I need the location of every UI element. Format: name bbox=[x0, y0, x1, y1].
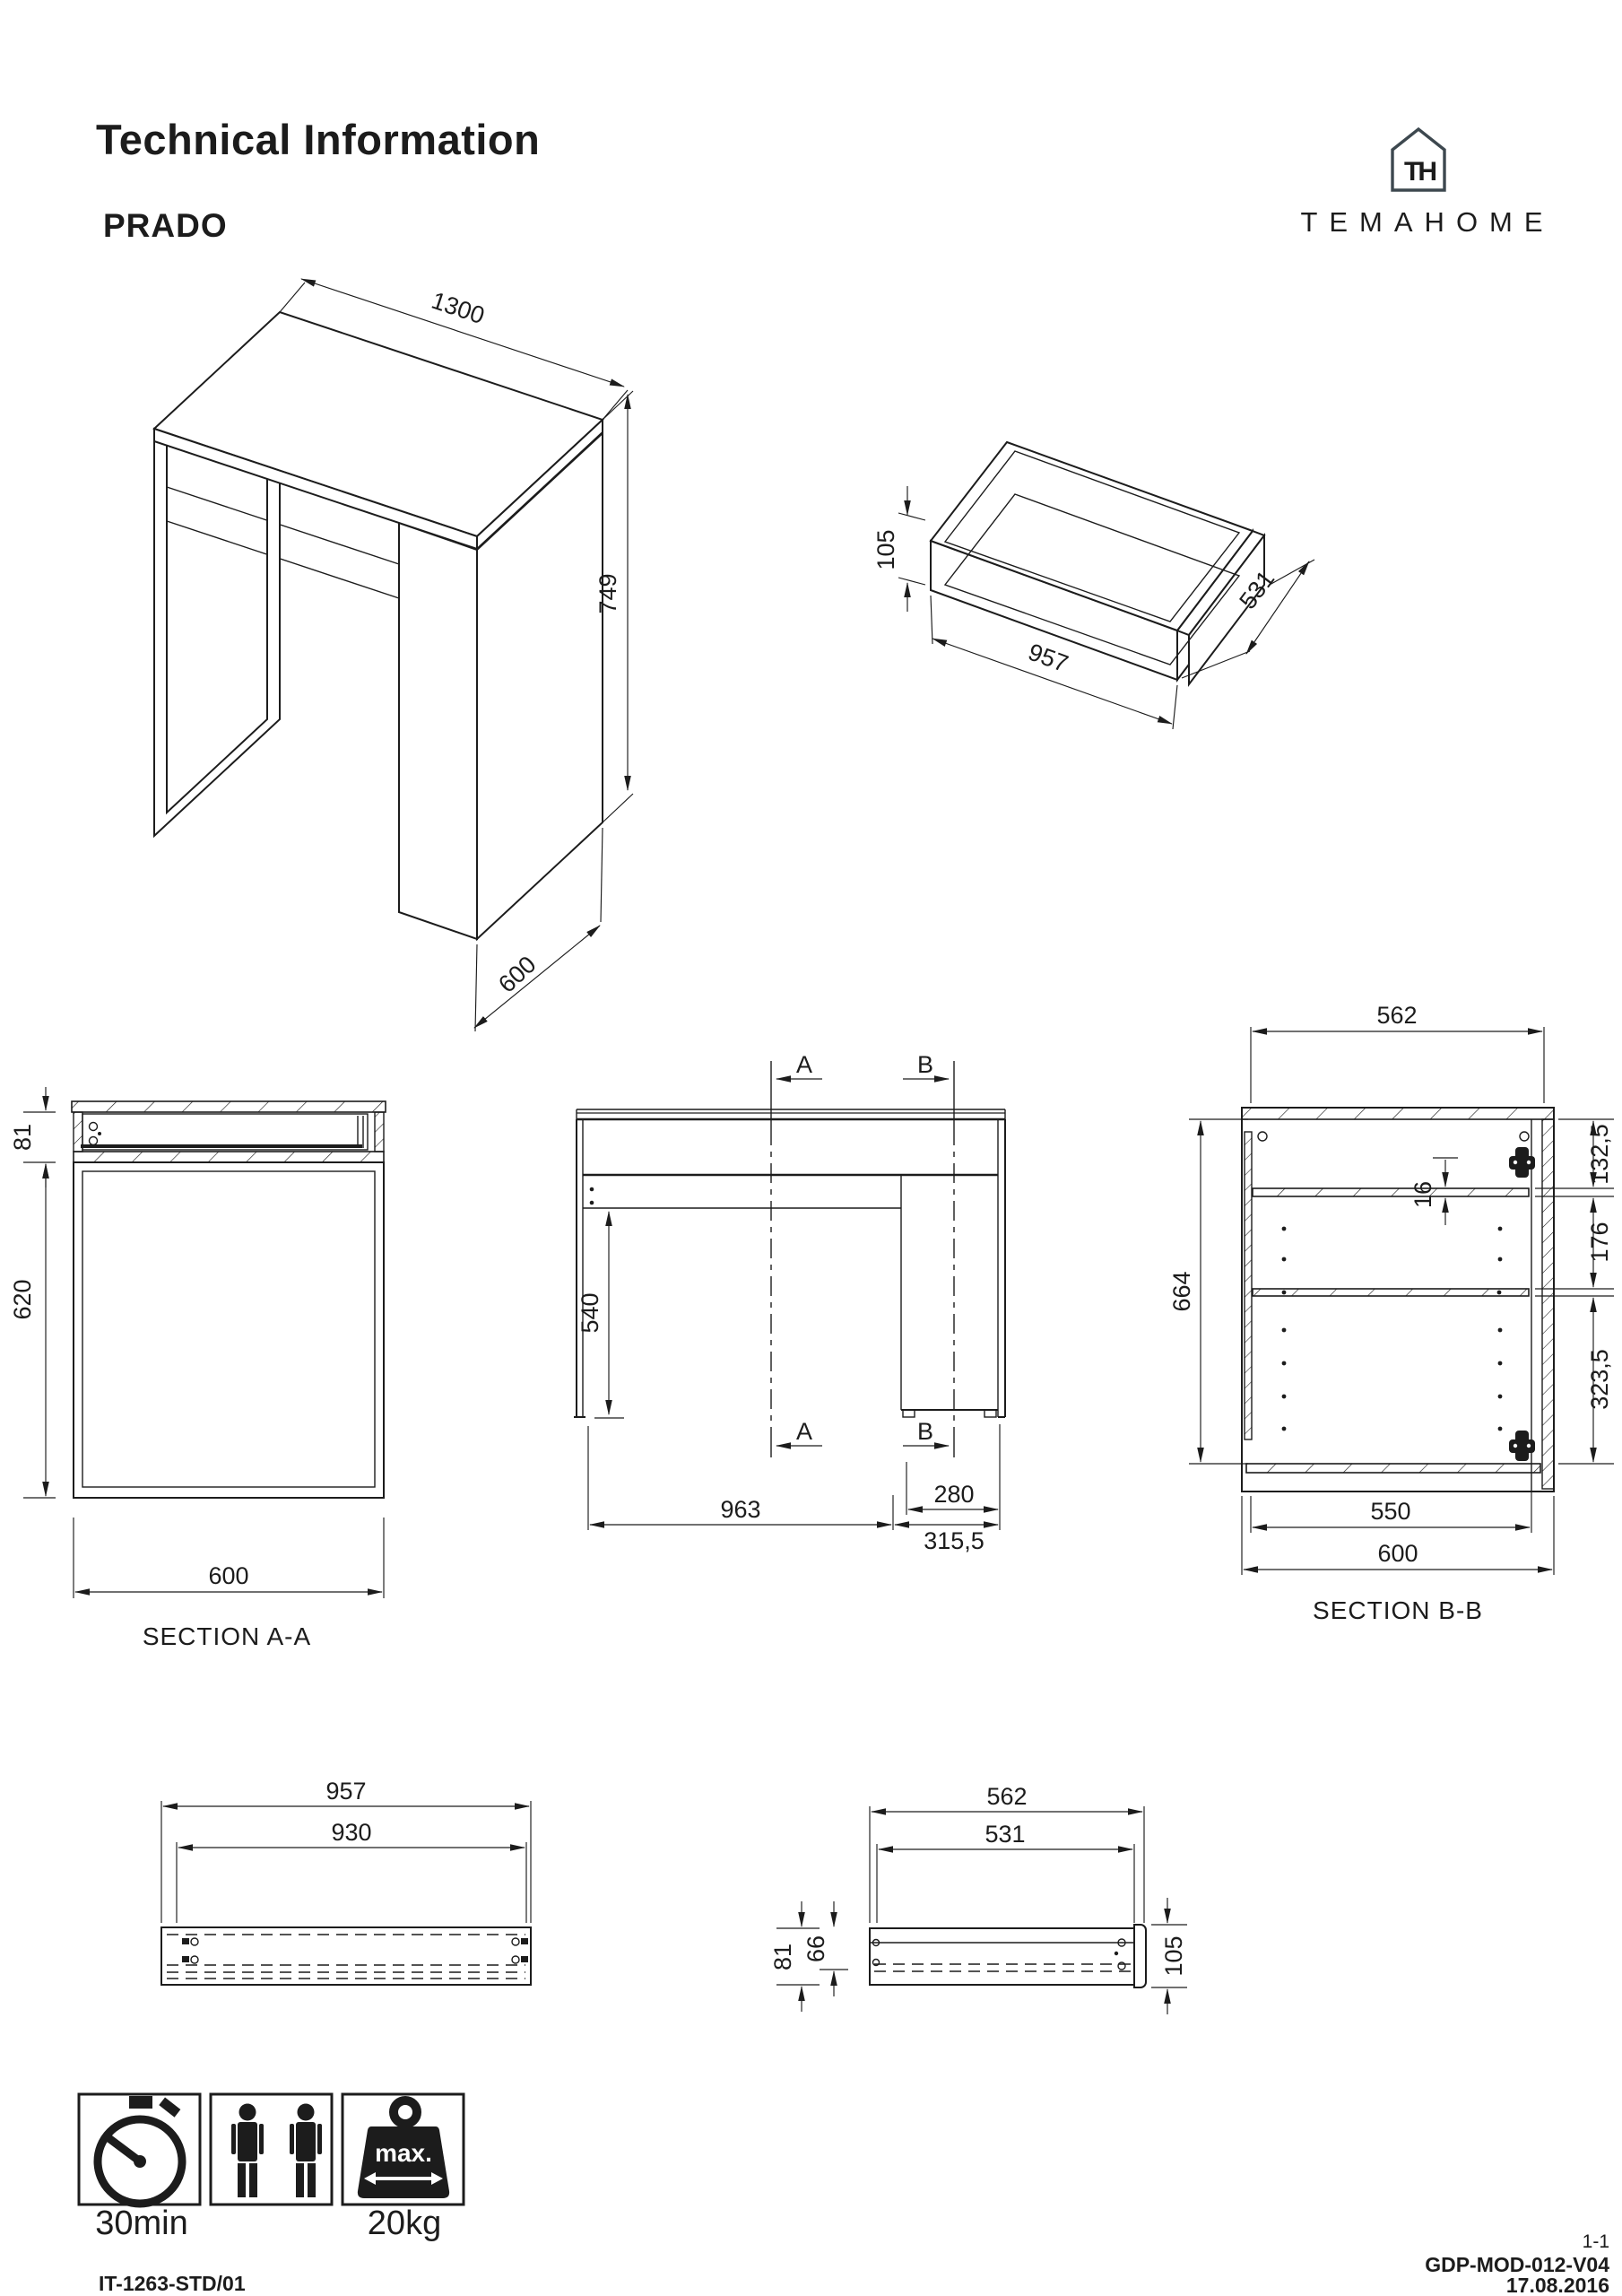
shelf-pin-holes bbox=[1281, 1226, 1503, 1431]
desk-pedestal bbox=[398, 521, 478, 941]
dim-rail-inner: 930 bbox=[331, 1819, 371, 1846]
section-aa-view: 81 620 600 SECTION A-A bbox=[9, 1087, 386, 1650]
hinge-icon bbox=[1509, 1431, 1535, 1461]
section-bb-view: 562 664 16 132,5 176 323,5 550 600 SECTI… bbox=[1168, 1002, 1614, 1624]
dim-span-left: 963 bbox=[720, 1496, 760, 1523]
max-weight-label: 20kg bbox=[368, 2205, 441, 2242]
cut-line-b: B B bbox=[903, 1051, 955, 1457]
dim-pedestal: 280 bbox=[933, 1481, 974, 1508]
drawer-rim bbox=[929, 440, 1254, 632]
dim-bb-mid: 176 bbox=[1586, 1222, 1613, 1262]
revision-code: GDP-MOD-012-V04 bbox=[1425, 2253, 1609, 2276]
brand-logo: TH TEMAHOME bbox=[1300, 126, 1554, 238]
dim-desk-width: 1300 bbox=[429, 287, 488, 329]
sheet-number: 1-1 bbox=[1583, 2231, 1609, 2252]
dim-aa-width: 600 bbox=[208, 1562, 248, 1589]
drawer-side-view: 562 531 81 66 105 bbox=[769, 1783, 1187, 2014]
dim-aa-front: 620 bbox=[9, 1279, 36, 1319]
doc-code: IT-1263-STD/01 bbox=[99, 2272, 246, 2295]
dim-bb-bottom: 323,5 bbox=[1586, 1349, 1613, 1410]
front-elevation-view: A A B B 540 963 280 315,5 bbox=[574, 1051, 1006, 1554]
drawer-front-profile bbox=[1133, 1924, 1147, 1988]
iso-desk-view: 1300 749 600 bbox=[152, 278, 634, 1032]
stopwatch-icon bbox=[93, 2115, 186, 2208]
max-weight-icon: max. bbox=[341, 2092, 465, 2206]
dim-clearance: 540 bbox=[577, 1292, 603, 1333]
cut-label-b-bottom: B bbox=[917, 1418, 933, 1445]
brand-monogram: TH bbox=[1404, 157, 1436, 187]
dim-front-height: 105 bbox=[1160, 1935, 1187, 1976]
dim-drawer-height: 105 bbox=[872, 529, 899, 570]
dim-bb-inner-bottom: 550 bbox=[1370, 1498, 1410, 1525]
person-icon bbox=[231, 2103, 264, 2197]
dim-side-inner: 531 bbox=[984, 1821, 1025, 1848]
revision-date: 17.08.2016 bbox=[1506, 2274, 1609, 2296]
brand-wordmark: TEMAHOME bbox=[1300, 206, 1554, 238]
hinge-icon bbox=[1509, 1147, 1535, 1178]
dim-drawer-length: 957 bbox=[1025, 639, 1072, 678]
section-bb-label: SECTION B-B bbox=[1313, 1596, 1483, 1624]
iso-drawer-view: 105 957 531 bbox=[872, 440, 1315, 730]
cut-line-a: A A bbox=[770, 1051, 822, 1457]
dim-side-length: 562 bbox=[986, 1783, 1027, 1810]
dim-shelf-thickness: 16 bbox=[1409, 1181, 1436, 1208]
handle-hole bbox=[88, 1135, 99, 1146]
page-title: Technical Information bbox=[96, 116, 540, 163]
cut-label-a-bottom: A bbox=[796, 1418, 812, 1445]
two-person-icon bbox=[209, 2092, 334, 2206]
dim-aa-top: 81 bbox=[9, 1124, 36, 1151]
dim-desk-depth: 600 bbox=[493, 951, 541, 998]
dim-bb-inner-width: 562 bbox=[1376, 1002, 1417, 1029]
dim-bb-height: 664 bbox=[1168, 1271, 1195, 1311]
handle-hole bbox=[88, 1121, 99, 1132]
dim-side-inner-height: 66 bbox=[802, 1935, 829, 1962]
cut-label-b-top: B bbox=[917, 1051, 933, 1078]
section-aa-label: SECTION A-A bbox=[143, 1622, 311, 1650]
dim-desk-height: 749 bbox=[594, 573, 621, 613]
assembly-time-label: 30min bbox=[95, 2205, 188, 2242]
person-icon bbox=[290, 2103, 322, 2197]
dim-side-height: 81 bbox=[769, 1944, 796, 1970]
cut-label-a-top: A bbox=[796, 1051, 812, 1078]
dim-span-right: 315,5 bbox=[924, 1527, 984, 1554]
product-name: PRADO bbox=[103, 207, 228, 244]
house-icon bbox=[1391, 126, 1446, 192]
weight-max-label: max. bbox=[375, 2139, 432, 2167]
assembly-time-icon bbox=[77, 2092, 202, 2208]
dim-bb-top: 132,5 bbox=[1586, 1124, 1613, 1185]
dim-bb-width: 600 bbox=[1377, 1540, 1418, 1567]
front-rail-view: 957 930 bbox=[160, 1778, 532, 1986]
dim-rail-length: 957 bbox=[325, 1778, 366, 1805]
